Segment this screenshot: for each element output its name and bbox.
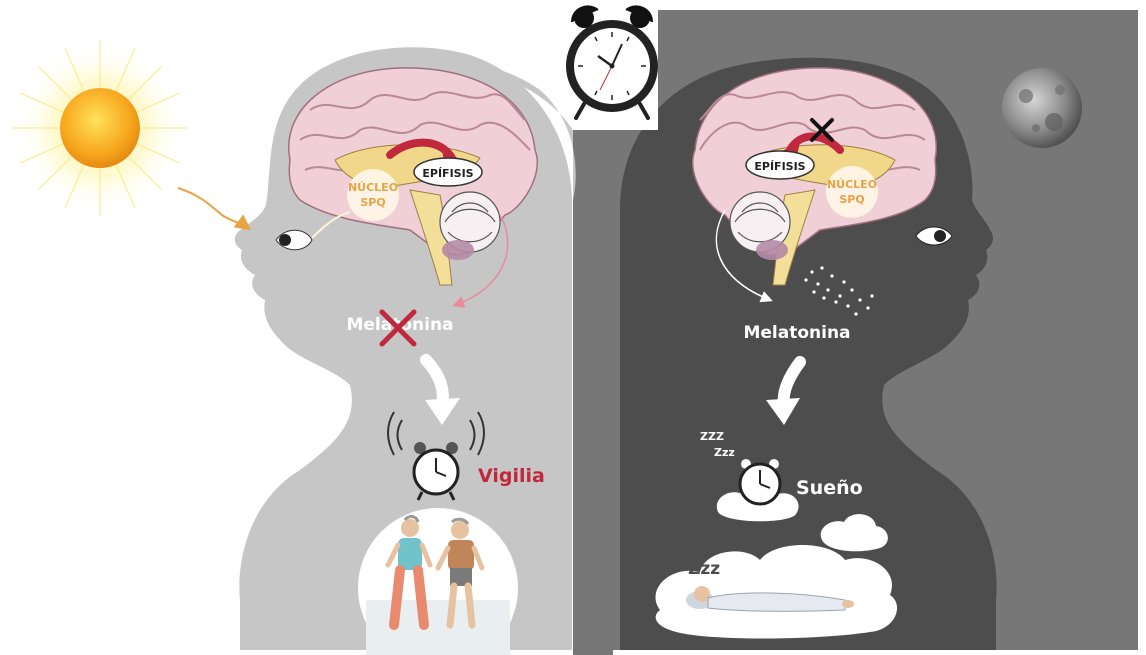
day-nucleus-line1: NÚCLEO	[348, 181, 398, 194]
night-nucleus-badge: NÚCLEO SPQ	[826, 166, 878, 218]
clock-icon	[566, 0, 658, 130]
sleeping-person-illustration: Zzz	[656, 545, 898, 639]
day-nucleus-line2: SPQ	[360, 196, 385, 209]
night-epifisis-badge: EPÍFISIS	[746, 151, 814, 179]
night-panel-strip	[573, 126, 613, 655]
night-nucleus-line1: NÚCLEO	[827, 178, 877, 191]
night-melatonina-label: Melatonina	[743, 323, 850, 343]
snore-text-3: Zzz	[688, 559, 720, 579]
moon-icon	[1002, 68, 1082, 148]
day-epifisis-badge: EPÍFISIS	[414, 158, 482, 186]
vigilia-label: Vigilia	[478, 465, 545, 487]
snore-text-1: ZZZ	[700, 430, 724, 443]
night-epifisis-label: EPÍFISIS	[754, 160, 805, 173]
sleeping-clock-icon	[740, 459, 780, 504]
day-nucleus-badge: NÚCLEO SPQ	[347, 169, 399, 221]
night-nucleus-line2: SPQ	[839, 193, 864, 206]
day-epifisis-label: EPÍFISIS	[422, 167, 473, 180]
snore-text-2: Zzz	[714, 446, 735, 459]
sun-icon	[12, 40, 188, 216]
sueno-label: Sueño	[796, 477, 863, 499]
